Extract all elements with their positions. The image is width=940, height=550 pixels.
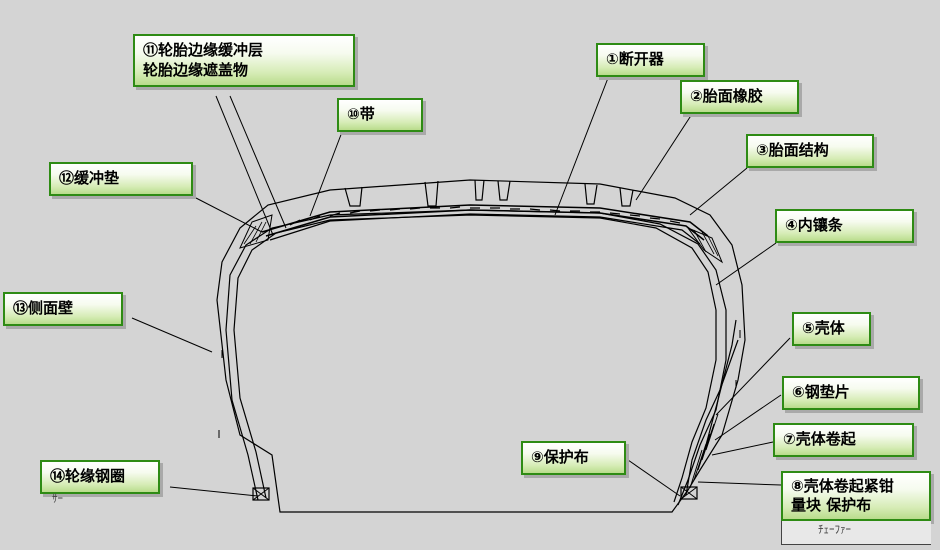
leader-2 xyxy=(635,113,693,201)
label-breaker: ①断开器 xyxy=(596,43,705,77)
leader-14 xyxy=(169,486,259,497)
leader-7 xyxy=(711,441,774,456)
leader-9 xyxy=(627,459,681,497)
label-text: ⑨保护布 xyxy=(531,448,589,467)
label-tread-rubber: ②胎面橡胶 xyxy=(680,80,799,114)
leader-12 xyxy=(195,197,263,233)
leader-8 xyxy=(697,481,782,486)
leader-1 xyxy=(554,77,609,216)
label-carcass: ⑤壳体 xyxy=(792,312,871,346)
label-carcass-turnup-clamp-block: ⑧壳体卷起紧钳 量块 保护布 xyxy=(781,471,931,521)
fragment-text-left: ｻｰ xyxy=(52,492,63,505)
leader-11b xyxy=(229,95,287,229)
label-text: ⑫缓冲垫 xyxy=(59,169,120,188)
label-belt: ⑩带 xyxy=(337,98,423,132)
label-tread-structure: ③胎面结构 xyxy=(746,134,874,168)
leader-lines xyxy=(131,77,791,497)
label-protective-cloth: ⑨保护布 xyxy=(521,441,626,475)
leader-3 xyxy=(689,167,748,216)
leader-6 xyxy=(714,394,782,441)
label-text: ⑩带 xyxy=(347,105,375,124)
leader-4 xyxy=(715,242,777,286)
leader-13 xyxy=(131,317,213,353)
label-carcass-turnup: ⑦壳体卷起 xyxy=(773,423,914,457)
label-text: ①断开器 xyxy=(606,50,664,69)
label-inner-liner: ④内镶条 xyxy=(775,209,914,243)
label-text: ⑦壳体卷起 xyxy=(783,430,856,449)
label-text-line1: ⑧壳体卷起紧钳 xyxy=(791,476,894,495)
fragment-text-right: ﾁｪｰﾌｧｰ xyxy=(781,521,931,545)
leader-11a xyxy=(215,95,274,236)
tire-outline xyxy=(216,179,746,513)
label-text: ③胎面结构 xyxy=(756,141,829,160)
label-text: ④内镶条 xyxy=(785,216,843,235)
label-sidewall: ⑬侧面壁 xyxy=(3,292,123,326)
label-bead-wire: ⑭轮缘钢圈 xyxy=(40,460,160,494)
label-cushion: ⑫缓冲垫 xyxy=(49,162,193,196)
leader-5 xyxy=(715,337,791,416)
label-text-line1: ⑪轮胎边缘缓冲层 xyxy=(143,41,264,59)
label-text: ⑤壳体 xyxy=(802,319,845,338)
label-text-line2: 轮胎边缘遮盖物 xyxy=(143,60,249,79)
label-text-line2: 量块 保护布 xyxy=(791,496,872,514)
label-text: ⑬侧面壁 xyxy=(13,299,74,318)
label-text: ⑥钢垫片 xyxy=(792,383,850,402)
label-bead-cushion: ⑪轮胎边缘缓冲层 轮胎边缘遮盖物 xyxy=(133,34,355,87)
label-text: ②胎面橡胶 xyxy=(690,87,763,106)
label-text: ⑭轮缘钢圈 xyxy=(50,467,126,486)
label-steel-spacer: ⑥钢垫片 xyxy=(782,376,920,410)
leader-10 xyxy=(309,131,343,217)
